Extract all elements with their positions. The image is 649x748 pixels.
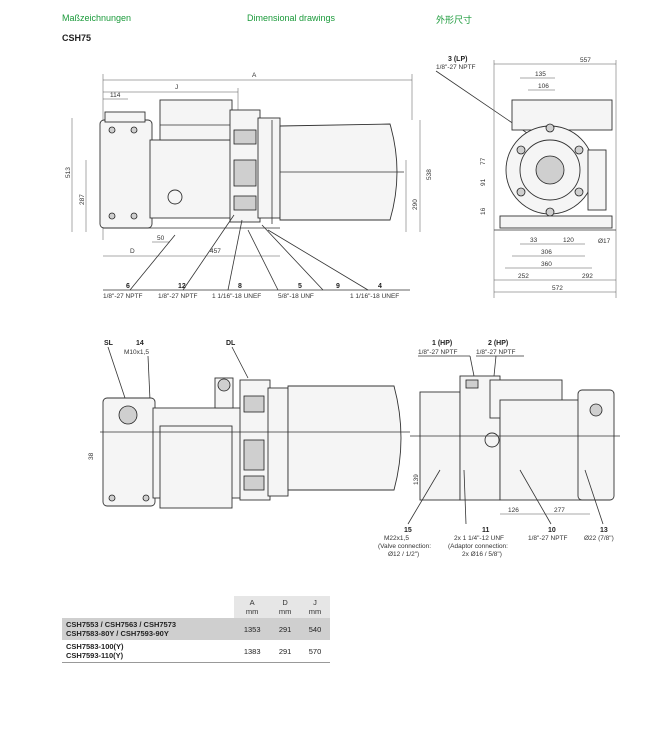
callout-1-hp-spec: 1/8"-27 NPTF xyxy=(418,349,458,356)
callout-4-spec: 1 1/16"-18 UNEF xyxy=(350,293,399,300)
dim-33: 33 xyxy=(530,237,538,244)
callout-SL: SL xyxy=(104,340,114,347)
table-model: CSH7583-100(Y)CSH7593-110(Y) xyxy=(66,642,124,660)
callout-2-hp-spec: 1/8"-27 NPTF xyxy=(476,349,516,356)
dim-252: 252 xyxy=(518,273,529,280)
dim-126: 126 xyxy=(508,507,519,514)
dim-106: 106 xyxy=(538,83,549,90)
callout-6: 6 xyxy=(126,283,130,290)
dim-38: 38 xyxy=(88,452,95,460)
dim-287: 287 xyxy=(79,194,86,205)
dim-557: 557 xyxy=(580,57,591,64)
callout-8-spec: 1 1/16"-18 UNEF xyxy=(212,293,261,300)
table-cell: 1353 xyxy=(243,624,261,634)
table-cell: 540 xyxy=(308,624,322,634)
callout-1-hp: 1 (HP) xyxy=(432,340,452,347)
dim-139: 139 xyxy=(413,474,420,485)
callout-12-spec: 1/8"-27 NPTF xyxy=(158,293,198,300)
callout-2-hp: 2 (HP) xyxy=(488,340,508,347)
table-cell: 1383 xyxy=(243,646,261,656)
callout-11-note2: 2x Ø16 / 5/8") xyxy=(462,551,502,558)
callout-9: 9 xyxy=(336,283,340,290)
callout-14: 14 xyxy=(136,340,144,347)
callout-11-note1: (Adaptor connection: xyxy=(448,543,508,550)
dim-457: 457 xyxy=(210,248,221,255)
callout-13: 13 xyxy=(600,527,608,534)
dim-91: 91 xyxy=(480,178,487,186)
model-title: CSH75 xyxy=(62,33,92,43)
callout-13-spec: Ø22 (7/8") xyxy=(584,535,614,542)
callout-11-spec: 2x 1 1/4"-12 UNF xyxy=(454,535,504,542)
dim-360: 360 xyxy=(541,261,552,268)
side-view: 3 (LP) 1/8"-27 NPTF 557 135 106 77 91 16… xyxy=(435,56,617,298)
dim-513: 513 xyxy=(65,167,72,178)
dim-290: 290 xyxy=(412,199,419,210)
callout-15-note2: Ø12 / 1/2") xyxy=(388,551,419,558)
dim-277: 277 xyxy=(554,507,565,514)
dim-017: Ø17 xyxy=(598,238,611,245)
dim-135: 135 xyxy=(535,71,546,78)
dim-572: 572 xyxy=(552,285,563,292)
dim-77: 77 xyxy=(480,157,487,165)
callout-12: 12 xyxy=(178,283,186,290)
table-corner xyxy=(62,596,235,618)
dim-D: D xyxy=(130,248,135,255)
header-de: Maßzeichnungen xyxy=(62,13,132,23)
callout-DL: DL xyxy=(226,340,236,347)
callout-3-spec: 1/8"-27 NPTF xyxy=(436,64,476,71)
dim-306: 306 xyxy=(541,249,552,256)
header-en: Dimensional drawings xyxy=(247,13,336,23)
callout-6-spec: 1/8"-27 NPTF xyxy=(103,293,143,300)
dim-114: 114 xyxy=(110,92,121,99)
header-cn: 外形尺寸 xyxy=(436,15,473,25)
callout-8: 8 xyxy=(238,283,242,290)
dim-A: A xyxy=(252,72,257,79)
callout-11: 11 xyxy=(482,527,490,534)
callout-5-spec: 5/8"-18 UNF xyxy=(278,293,314,300)
dim-16: 16 xyxy=(480,207,487,215)
table-cell: 291 xyxy=(278,624,292,634)
callout-3: 3 (LP) xyxy=(448,56,467,63)
callout-10-spec: 1/8"-27 NPTF xyxy=(528,535,568,542)
callout-15-spec: M22x1,5 xyxy=(384,535,409,542)
dim-538: 538 xyxy=(426,169,433,180)
callout-15-note1: (Valve connection: xyxy=(378,543,431,550)
dim-50: 50 xyxy=(157,235,165,242)
top-view: A J 114 513 287 538 290 xyxy=(65,72,433,300)
bottom-left-view: SL 14 M10x1,5 DL 38 xyxy=(88,340,410,509)
table-row: CSH7583-100(Y)CSH7593-110(Y) 1383 291 57… xyxy=(62,640,330,663)
dim-J: J xyxy=(175,84,178,91)
callout-15: 15 xyxy=(404,527,412,534)
dim-120: 120 xyxy=(563,237,574,244)
bottom-right-view: 1 (HP) 1/8"-27 NPTF 2 (HP) 1/8"-27 NPTF … xyxy=(378,340,620,558)
callout-4: 4 xyxy=(378,283,382,290)
callout-10: 10 xyxy=(548,527,556,534)
callout-14-spec: M10x1,5 xyxy=(124,349,149,356)
dim-292: 292 xyxy=(582,273,593,280)
table-cell: 291 xyxy=(278,646,292,656)
table-cell: 570 xyxy=(308,646,322,656)
callout-5: 5 xyxy=(298,283,302,290)
